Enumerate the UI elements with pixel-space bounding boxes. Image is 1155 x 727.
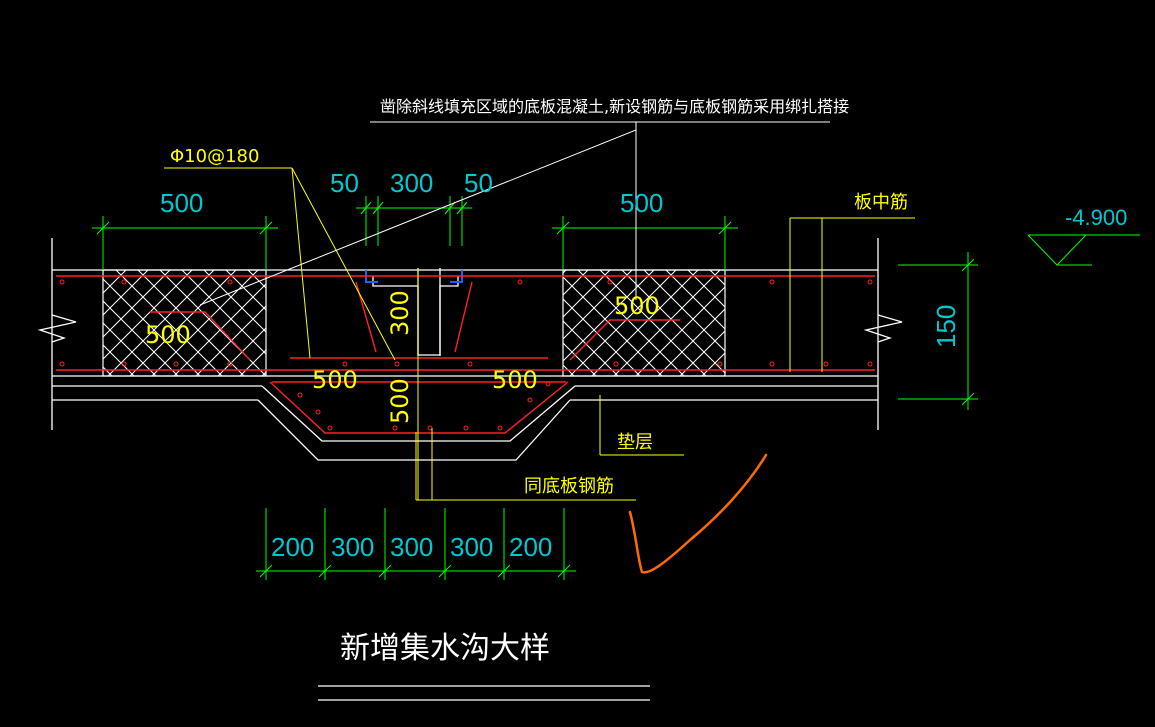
rebar-lines — [56, 275, 875, 434]
elevation-label: -4.900 — [1065, 205, 1127, 230]
dim-bottom-5: 200 — [509, 532, 552, 562]
dim-top-50-left: 50 — [330, 168, 359, 198]
dim-slab-150: 150 — [931, 305, 961, 348]
slab-outline — [37, 238, 903, 461]
dim-bottom-2: 300 — [331, 532, 374, 562]
channel-edge-marks — [365, 270, 463, 283]
dim-lap-500-left: 500 — [145, 321, 191, 349]
note-top: 凿除斜线填充区域的底板混凝土,新设钢筋与底板钢筋采用绑扎搭接 — [380, 97, 849, 116]
same-bottom-rebar-label: 同底板钢筋 — [524, 476, 614, 497]
dim-trench-300: 300 — [386, 290, 414, 336]
orange-check-mark — [628, 453, 768, 574]
leader-lines — [164, 167, 915, 501]
dim-right-500: 500 — [620, 188, 663, 218]
dim-bottom-4: 300 — [450, 532, 493, 562]
dim-bottom-500-left: 500 — [312, 366, 358, 394]
dim-left-500: 500 — [160, 188, 203, 218]
dim-top-50-right: 50 — [464, 168, 493, 198]
dim-lap-500-right: 500 — [614, 292, 660, 320]
cushion-layer-label: 垫层 — [617, 432, 653, 453]
note-leader — [199, 121, 830, 306]
drawing-title: 新增集水沟大样 — [340, 631, 550, 666]
dim-top-300: 300 — [390, 168, 433, 198]
dim-bottom-1: 200 — [271, 532, 314, 562]
hatch-region-right — [562, 269, 726, 377]
rebar-dots — [59, 279, 873, 431]
dim-bottom-500-right: 500 — [492, 366, 538, 394]
slab-mid-rebar-label: 板中筋 — [854, 192, 908, 213]
dim-trench-500: 500 — [386, 378, 414, 424]
rebar-spec-label: Φ10@180 — [170, 146, 259, 167]
dimension-lines — [92, 196, 1140, 580]
hatch-region-left — [102, 269, 267, 377]
dim-bottom-3: 300 — [390, 532, 433, 562]
